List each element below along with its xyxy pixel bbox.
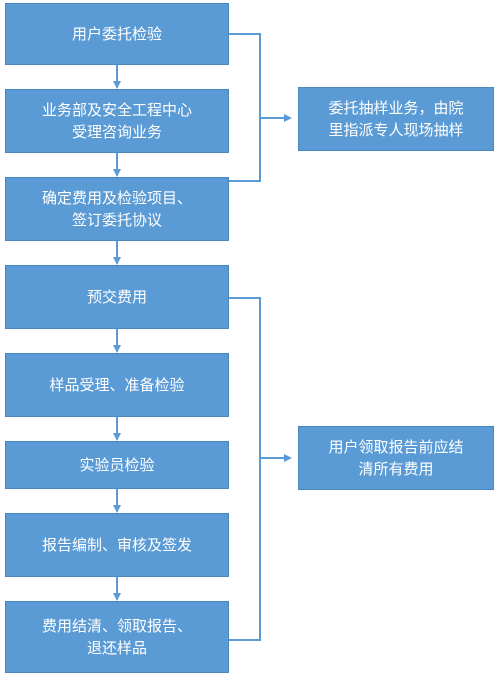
note-settle-before-report: 用户领取报告前应结 清所有费用 bbox=[298, 426, 494, 490]
step-settle-fees-collect-report: 费用结清、领取报告、 退还样品 bbox=[5, 601, 229, 673]
step-report-compile-review-issue: 报告编制、审核及签发 bbox=[5, 513, 229, 577]
step-user-commission: 用户委托检验 bbox=[5, 3, 229, 65]
step-accept-consultation: 业务部及安全工程中心 受理咨询业务 bbox=[5, 89, 229, 153]
step-confirm-fees-sign-agreement: 确定费用及检验项目、 签订委托协议 bbox=[5, 177, 229, 241]
step-lab-inspection: 实验员检验 bbox=[5, 441, 229, 489]
step-prepay-fees: 预交费用 bbox=[5, 265, 229, 329]
step-sample-acceptance: 样品受理、准备检验 bbox=[5, 353, 229, 417]
bracket-top-group bbox=[229, 33, 261, 182]
note-sampling-by-staff: 委托抽样业务，由院 里指派专人现场抽样 bbox=[298, 87, 494, 151]
bracket-bottom-group bbox=[229, 297, 261, 641]
